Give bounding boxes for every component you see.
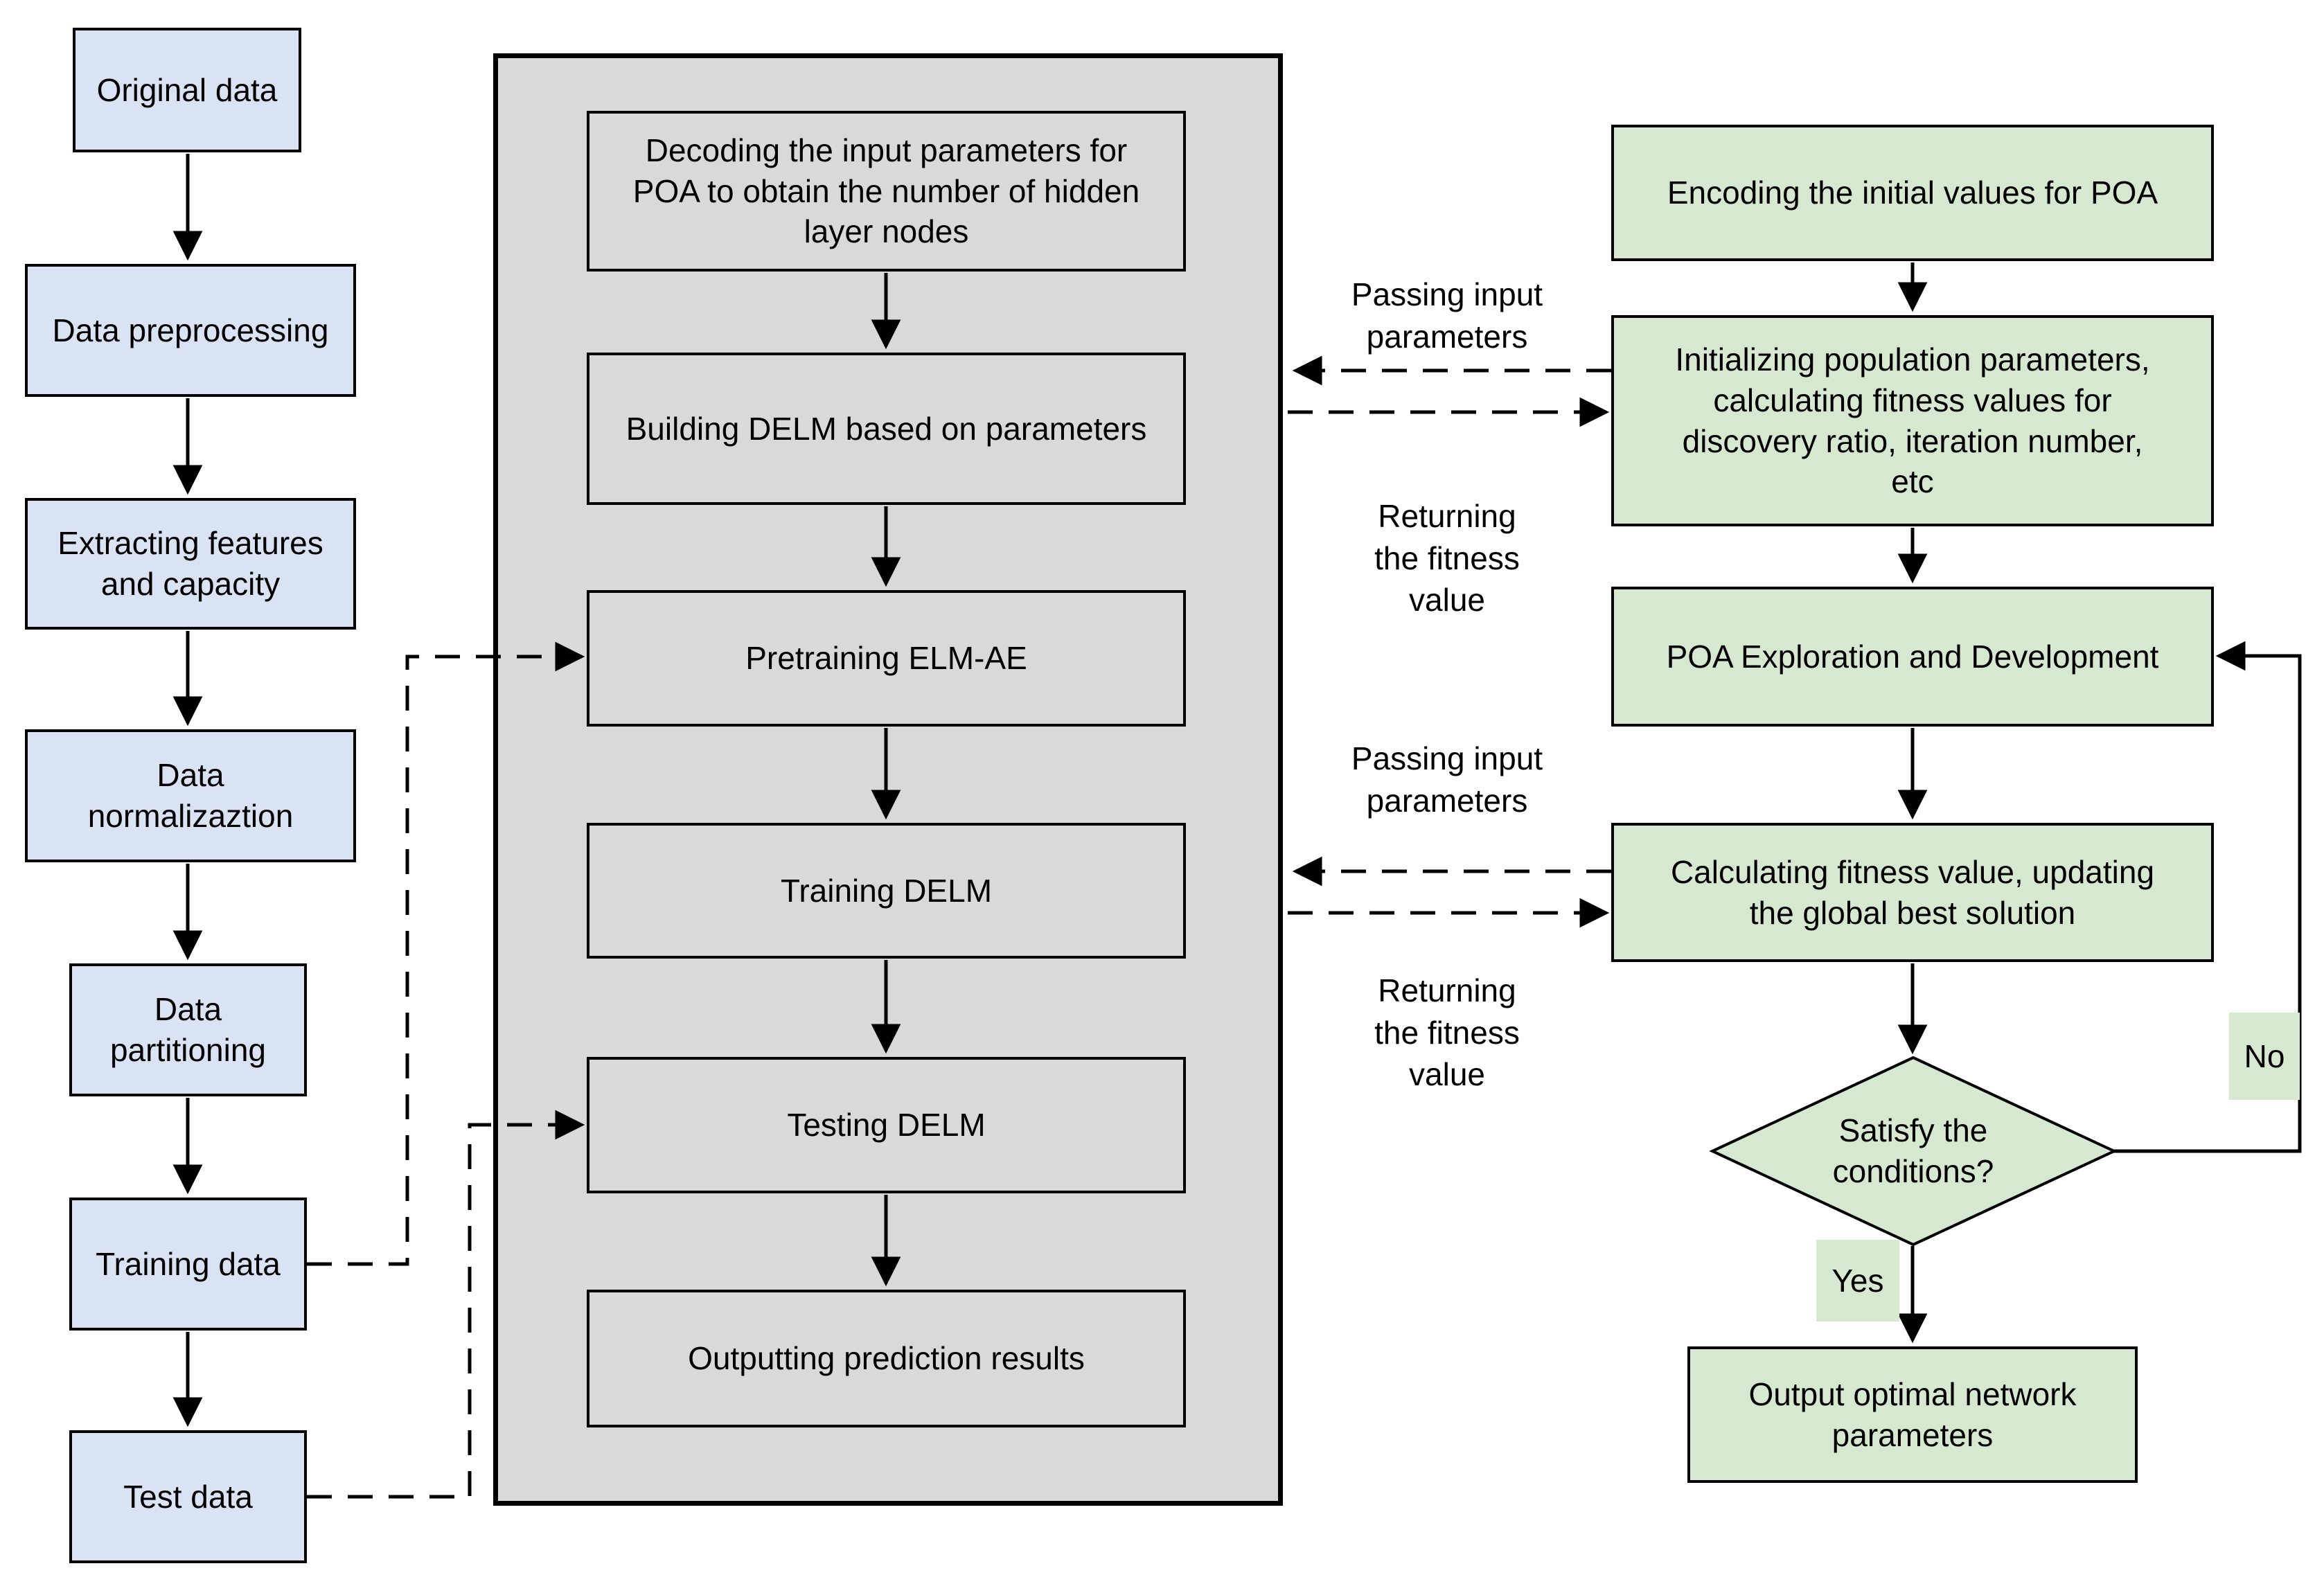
box-building-delm: Building DELM based on parameters xyxy=(587,353,1186,505)
box-label: Testing DELM xyxy=(787,1107,986,1143)
box-extracting-features: Extracting features and capacity xyxy=(25,498,356,630)
dashed-training-data-to-pretraining xyxy=(307,641,585,1266)
box-label: Calculating fitness value, updating the … xyxy=(1670,853,2155,931)
box-test-data: Test data xyxy=(69,1430,307,1563)
box-label: Pretraining ELM-AE xyxy=(745,640,1027,677)
yes-badge: Yes xyxy=(1816,1240,1899,1321)
yes-label: Yes xyxy=(1831,1263,1884,1299)
box-data-partitioning: Data partitioning xyxy=(69,963,307,1096)
no-label: No xyxy=(2244,1038,2285,1074)
box-calculating-fitness: Calculating fitness value, updating the … xyxy=(1611,823,2214,962)
label-passing-input-upper: Passing input parameters xyxy=(1351,276,1543,355)
box-encoding-initial-values: Encoding the initial values for POA xyxy=(1611,125,2214,261)
box-label: Extracting features and capacity xyxy=(57,525,323,602)
box-pretraining-elm-ae: Pretraining ELM-AE xyxy=(587,590,1186,727)
box-label: Initializing population parameters, calc… xyxy=(1675,341,2150,500)
box-output-optimal-parameters: Output optimal network parameters xyxy=(1687,1346,2138,1483)
box-poa-exploration-development: POA Exploration and Development xyxy=(1611,587,2214,727)
box-training-data: Training data xyxy=(69,1198,307,1331)
box-label: POA Exploration and Development xyxy=(1666,638,2159,675)
arrow-decision-no-loop xyxy=(2114,641,2302,1153)
box-data-normalization: Data normalizaztion xyxy=(25,729,356,862)
label-returning-fitness-upper: Returning the fitness value xyxy=(1374,498,1520,618)
decision-diamond-shape xyxy=(1709,1056,2118,1247)
box-label: Data normalizaztion xyxy=(87,757,294,834)
box-initializing-population: Initializing population parameters, calc… xyxy=(1611,315,2214,526)
box-training-delm: Training DELM xyxy=(587,823,1186,959)
box-outputting-prediction-results: Outputting prediction results xyxy=(587,1290,1186,1427)
no-badge: No xyxy=(2229,1013,2300,1100)
box-original-data: Original data xyxy=(73,28,301,152)
label-returning-fitness-lower: Returning the fitness value xyxy=(1374,972,1520,1093)
box-label: Training DELM xyxy=(780,872,993,909)
box-label: Building DELM based on parameters xyxy=(626,410,1147,447)
box-data-preprocessing: Data preprocessing xyxy=(25,264,356,397)
box-label: Output optimal network parameters xyxy=(1748,1376,2077,1453)
box-label: Original data xyxy=(96,71,278,108)
decision-satisfy-conditions: Satisfy the conditions? xyxy=(1740,1067,2086,1236)
decision-label: Satisfy the conditions? xyxy=(1832,1112,1994,1189)
box-label: Decoding the input parameters for POA to… xyxy=(632,132,1140,250)
box-label: Encoding the initial values for POA xyxy=(1667,175,2158,211)
box-testing-delm: Testing DELM xyxy=(587,1057,1186,1193)
box-decoding-input-parameters: Decoding the input parameters for POA to… xyxy=(587,111,1186,272)
box-label: Training data xyxy=(96,1245,281,1282)
dashed-test-data-to-testing xyxy=(307,1110,585,1499)
label-passing-input-lower: Passing input parameters xyxy=(1351,740,1543,819)
box-label: Data preprocessing xyxy=(52,312,329,348)
box-label: Test data xyxy=(123,1478,253,1515)
box-label: Outputting prediction results xyxy=(688,1340,1085,1377)
box-label: Data partitioning xyxy=(109,991,267,1068)
